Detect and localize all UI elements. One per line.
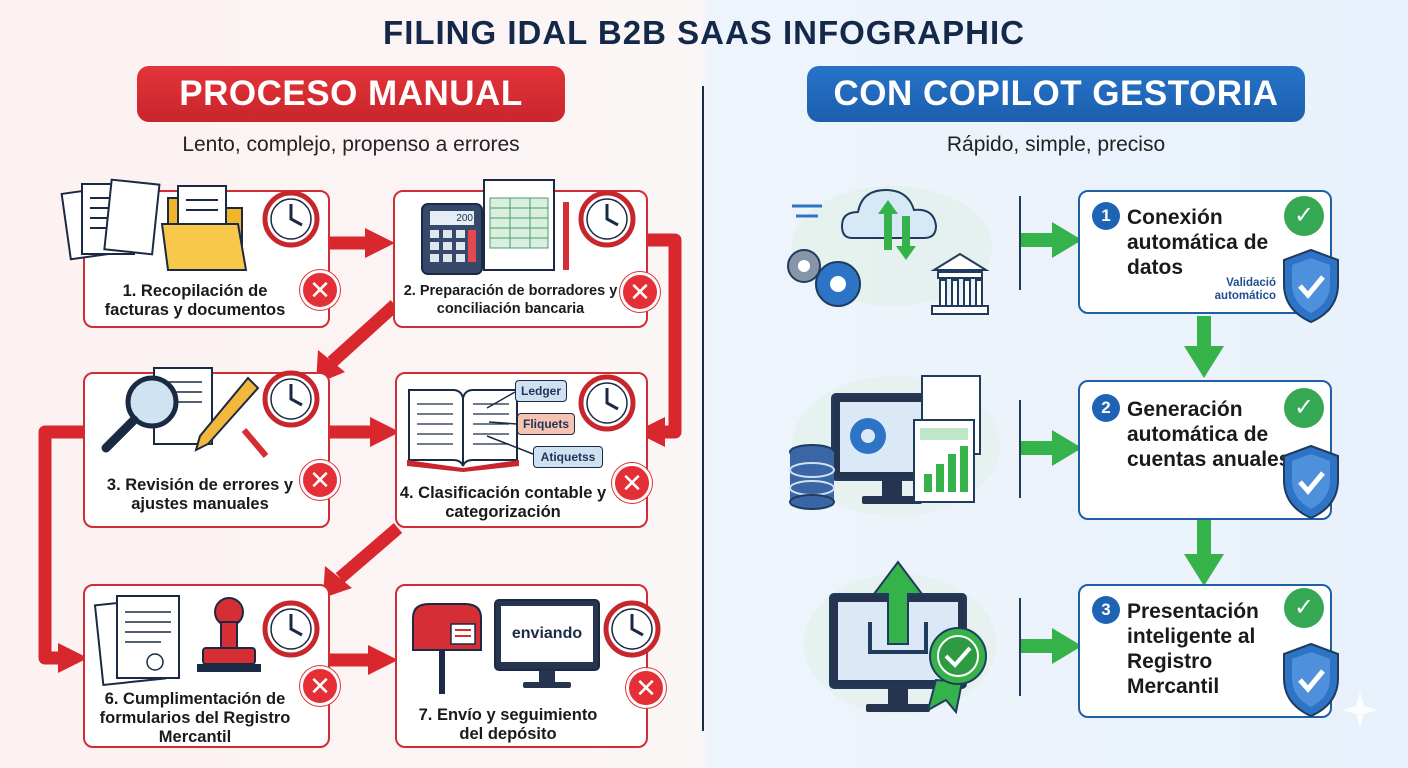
copilot-heading: CON COPILOT GESTORIA bbox=[807, 66, 1305, 122]
shield-check-icon bbox=[1283, 642, 1339, 718]
sparkle-icon bbox=[1342, 692, 1378, 728]
center-divider bbox=[702, 86, 704, 731]
step-number-badge: 2 bbox=[1092, 394, 1120, 422]
check-icon: ✓ bbox=[1284, 388, 1324, 428]
ledger-book-icon bbox=[407, 389, 534, 472]
manual-step-6-label: 6. Cumplimentación de formularios del Re… bbox=[99, 690, 291, 746]
clock-icon bbox=[578, 190, 636, 248]
error-x-icon: ✕ bbox=[300, 460, 340, 500]
error-x-icon: ✕ bbox=[612, 463, 652, 503]
forms-stamp-icon bbox=[93, 595, 261, 687]
clock-icon bbox=[262, 190, 320, 248]
manual-step-2-label: 2. Preparación de borradores y conciliac… bbox=[403, 283, 618, 317]
copilot-flow-arrows bbox=[1019, 196, 1224, 696]
shield-check-icon bbox=[1283, 248, 1339, 324]
ledger-tag: Fliquets bbox=[517, 413, 575, 435]
step-number-badge: 3 bbox=[1092, 596, 1120, 624]
shield-check-icon bbox=[1283, 444, 1339, 520]
validation-note: Validació automático bbox=[1214, 277, 1276, 302]
step-number-badge: 1 bbox=[1092, 202, 1120, 230]
cloud-sync-icon bbox=[787, 186, 992, 315]
copilot-subtitle: Rápido, simple, preciso bbox=[946, 133, 1166, 156]
infographic-title: FILING IDAL B2B SAAS INFOGRAPHIC bbox=[383, 14, 1025, 51]
magnifier-pencil-icon bbox=[101, 367, 269, 458]
mailbox-monitor-icon bbox=[412, 599, 600, 694]
copilot-step-2-label: Generación automática de cuentas anuales bbox=[1127, 398, 1291, 471]
clock-icon bbox=[262, 600, 320, 658]
manual-step-4-label: 4. Clasificación contable y categorizaci… bbox=[399, 484, 607, 521]
monitor-database-icon bbox=[789, 375, 1000, 516]
error-x-icon: ✕ bbox=[620, 272, 660, 312]
clock-icon bbox=[262, 370, 320, 428]
error-x-icon: ✕ bbox=[626, 668, 666, 708]
calculator-spreadsheet-icon bbox=[421, 179, 569, 275]
clock-icon bbox=[603, 600, 661, 658]
ledger-tag: Ledger bbox=[515, 380, 567, 402]
calculator-display: 200 bbox=[456, 213, 473, 224]
error-x-icon: ✕ bbox=[300, 270, 340, 310]
manual-process-heading: PROCESO MANUAL bbox=[137, 66, 565, 122]
screen-status-text: enviando bbox=[511, 625, 583, 642]
upload-certificate-icon bbox=[804, 560, 996, 715]
manual-subtitle: Lento, complejo, propenso a errores bbox=[182, 133, 520, 156]
check-icon: ✓ bbox=[1284, 588, 1324, 628]
copilot-step-1-label: Conexión automática de datos bbox=[1127, 206, 1269, 279]
copilot-step-3-label: Presentación inteligente al Registro Mer… bbox=[1127, 600, 1259, 698]
ledger-tag: Atiquetss bbox=[533, 446, 603, 468]
manual-step-1-label: 1. Recopilación de facturas y documentos bbox=[104, 282, 286, 319]
documents-folder-icon bbox=[60, 178, 248, 271]
manual-step-7-label: 7. Envío y seguimiento del depósito bbox=[418, 706, 598, 743]
manual-flow-arrows bbox=[38, 228, 682, 675]
manual-step-3-label: 3. Revisión de errores y ajustes manuale… bbox=[106, 476, 294, 513]
clock-icon bbox=[578, 374, 636, 432]
check-icon: ✓ bbox=[1284, 196, 1324, 236]
error-x-icon: ✕ bbox=[300, 666, 340, 706]
